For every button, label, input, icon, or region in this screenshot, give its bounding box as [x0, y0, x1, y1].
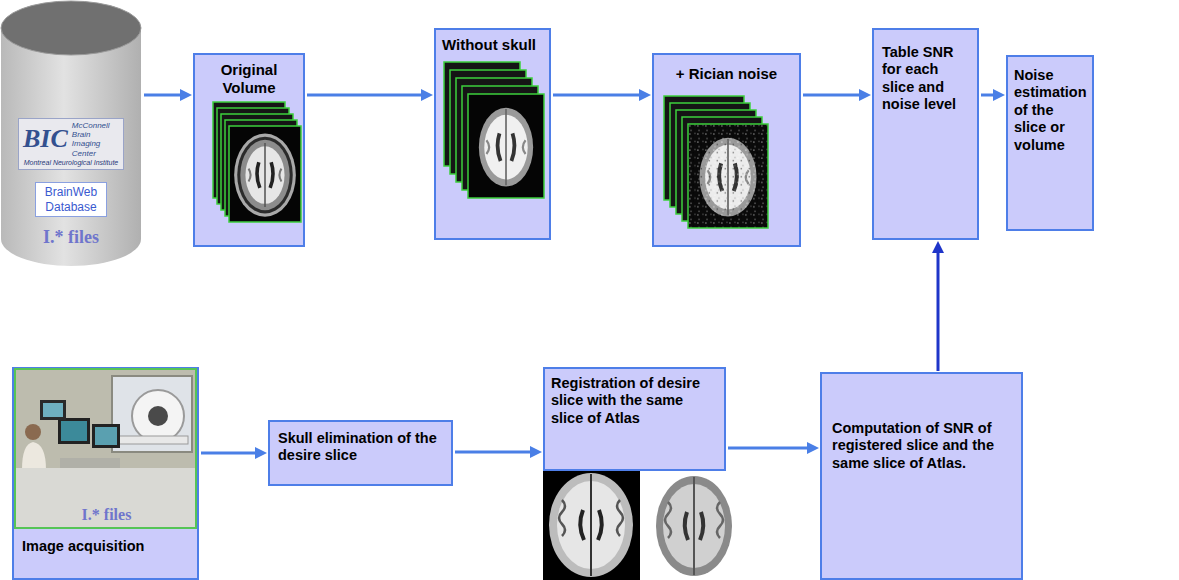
- cylinder-top: [1, 1, 141, 55]
- registration-brain-images-part: [590, 474, 592, 576]
- registration-brain-images-part: [663, 484, 725, 568]
- scanner-room-photo-part: [58, 418, 90, 444]
- scanner-room-photo-part: [92, 424, 120, 448]
- caption-text: I.* files: [43, 227, 99, 249]
- noisy-slice-stack-part-part: [682, 117, 762, 221]
- box-label: Noise estimation of the slice or volume: [1014, 67, 1088, 154]
- flow-arrow: [981, 94, 993, 97]
- registration-brain-images-part: [656, 476, 732, 576]
- original-slice-stack-part: [213, 102, 297, 216]
- noisy-slice-stack-part: [688, 124, 768, 228]
- scanner-room-photo-part: [118, 436, 188, 444]
- scanner-room-photo-part: [22, 442, 46, 470]
- box-label: Skull elimination of the desire slice: [278, 430, 443, 465]
- result-box: Noise estimation of the slice or volume: [1006, 55, 1094, 231]
- noisy-slice-stack-part: [664, 96, 762, 221]
- database-label: BrainWeb Database: [39, 185, 103, 214]
- registration-brain-images-part: [665, 502, 723, 538]
- scanner-room-photo-part: [15, 369, 196, 528]
- original-slice-stack: [213, 102, 301, 222]
- box-label: Registration of desire slice with the sa…: [551, 375, 718, 427]
- flow-arrow: [728, 447, 807, 450]
- scanner-room-photo-part: [15, 369, 196, 528]
- noisy-slice-stack: [664, 96, 768, 228]
- registration-brain-images-part: [557, 481, 625, 569]
- original-slice-stack-part-part: [217, 108, 289, 204]
- process-box: Original Volume: [193, 53, 305, 247]
- box-label: Original Volume: [199, 61, 299, 97]
- original-slice-stack-part: [229, 126, 301, 222]
- scanner-room-photo-part: [25, 424, 41, 440]
- logo-text: BIC: [23, 126, 68, 152]
- skull-stripped-stack-part-part: [450, 70, 526, 174]
- skull-stripped-stack-part: [468, 94, 544, 198]
- registration-brain-images-part: [685, 512, 704, 540]
- skull-stripped-stack-part-part: [456, 78, 532, 182]
- registration-brain-images-part: [693, 477, 695, 575]
- noisy-slice-stack-part-part: [664, 96, 744, 200]
- registration-brain-images-part: [549, 473, 633, 577]
- noisy-slice-stack-part-part: [670, 103, 750, 207]
- skull-stripped-stack-part: [444, 62, 538, 190]
- noisy-slice-stack-part: [688, 124, 768, 228]
- original-slice-stack-part-part: [213, 102, 285, 198]
- box-label: Table SNR for each slice and noise level: [882, 44, 971, 114]
- skull-stripped-stack-part-part: [444, 62, 520, 166]
- process-box: + Rician noise: [652, 53, 801, 247]
- original-slice-stack-part-part: [225, 120, 297, 216]
- logo-row: BICMcConnell Brain Imaging Center: [23, 121, 119, 158]
- registration-brain-images: [543, 471, 742, 580]
- logo-panel: BICMcConnell Brain Imaging CenterMontrea…: [18, 118, 124, 170]
- flow-arrow: [144, 94, 180, 97]
- process-box: Without skull: [434, 28, 551, 240]
- caption-text: Montreal Neurological Institute: [23, 159, 119, 167]
- original-slice-stack-part: [229, 126, 301, 222]
- flow-arrow: [201, 452, 255, 455]
- table-box: Table SNR for each slice and noise level: [872, 28, 979, 240]
- scanner-room-photo-part: [148, 406, 168, 426]
- noisy-slice-stack-part-part: [676, 110, 756, 214]
- box-label: Image acquisition: [22, 538, 191, 555]
- scanner-room-photo-part: [61, 421, 87, 441]
- flow-arrow: [937, 253, 940, 371]
- original-slice-stack-part-part: [221, 114, 293, 210]
- registration-brain-images-part: [543, 471, 640, 580]
- process-box: Skull elimination of the desire slice: [268, 420, 453, 486]
- flow-arrow: [553, 94, 639, 97]
- process-box: Registration of desire slice with the sa…: [543, 367, 726, 471]
- scanner-room-photo-part: [43, 403, 63, 417]
- skull-stripped-stack: [444, 62, 544, 198]
- caption-text: McConnell Brain Imaging Center: [72, 121, 119, 158]
- flow-arrow: [307, 94, 421, 97]
- scanner-room-photo-part: [40, 400, 66, 420]
- registration-brain-images-part: [559, 500, 623, 536]
- database-panel: BrainWeb Database: [35, 182, 107, 217]
- box-label: Computation of SNR of registered slice a…: [832, 420, 1013, 472]
- box-label: + Rician noise: [658, 65, 795, 83]
- flow-arrow: [803, 94, 859, 97]
- registration-brain-images-part: [646, 471, 742, 580]
- cylinder-body: [1, 27, 141, 266]
- skull-stripped-stack-part: [468, 94, 544, 198]
- flow-arrow: [455, 451, 530, 454]
- scanner-room-photo-part: [15, 468, 196, 528]
- scanner-room-photo-part: [95, 427, 117, 445]
- scanner-room-photo-part: [112, 376, 192, 452]
- scanner-room-photo: [15, 369, 196, 528]
- registration-brain-images-part: [580, 510, 602, 540]
- scanner-room-photo-part: [132, 390, 184, 442]
- file-label: I.* files: [22, 505, 191, 524]
- skull-stripped-stack-part-part: [462, 86, 538, 190]
- scanner-room-photo-part: [60, 458, 120, 468]
- database-cylinder: BICMcConnell Brain Imaging CenterMontrea…: [0, 0, 142, 268]
- acquisition-box: I.* filesImage acquisition: [12, 367, 199, 580]
- process-box: Computation of SNR of registered slice a…: [820, 372, 1023, 580]
- box-label: Without skull: [442, 36, 543, 54]
